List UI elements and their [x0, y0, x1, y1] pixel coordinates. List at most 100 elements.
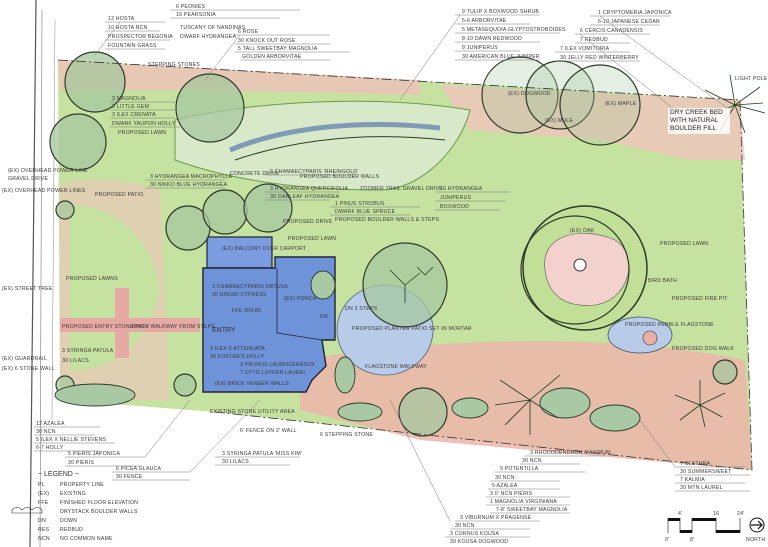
svg-text:Proposed Fire Pit: Proposed Fire Pit — [672, 296, 728, 302]
svg-text:30 Jelly Red Winterberry: 30 Jelly Red Winterberry — [560, 55, 639, 61]
svg-text:16: 16 — [713, 511, 719, 517]
road-edge — [29, 0, 37, 547]
labels-top-left: 12 Hosta 10 Hosta NCN Prospector Begonia… — [94, 4, 350, 136]
svg-text:Proposed Planter Patio Set in: Proposed Planter Patio Set in Mortar — [352, 326, 472, 332]
svg-text:5 Pieris Japonica: 5 Pieris Japonica — [68, 451, 120, 457]
property-line — [57, 59, 753, 471]
svg-text:3 Hydrangea Quercifolia: 3 Hydrangea Quercifolia — [270, 186, 348, 192]
svg-text:3 Cornus Kousa: 3 Cornus Kousa — [450, 531, 500, 537]
svg-text:Zoomer Trail Gravel Drive: Zoomer Trail Gravel Drive — [360, 186, 443, 192]
svg-text:3 Little Gem: 3 Little Gem — [112, 104, 149, 110]
svg-text:30 Foster's Holly: 30 Foster's Holly — [210, 354, 265, 360]
svg-text:No Common Name: No Common Name — [60, 536, 113, 542]
labels-middle: Proposed Boulder Walls (Ex) Overhead Pow… — [8, 168, 734, 352]
svg-text:Dwarf Blue Spruce: Dwarf Blue Spruce — [335, 209, 396, 215]
svg-text:30 Nikko Blue Hydrangea: 30 Nikko Blue Hydrangea — [150, 182, 228, 188]
svg-text:Existing: Existing — [60, 491, 86, 497]
svg-text:Proposed Dog Walk: Proposed Dog Walk — [672, 346, 734, 352]
svg-text:Flagstone Walkway: Flagstone Walkway — [365, 364, 427, 370]
svg-text:(Ex) Mule: (Ex) Mule — [545, 118, 573, 124]
svg-text:Drystack Boulder Walls: Drystack Boulder Walls — [60, 509, 138, 515]
svg-text:DN: DN — [320, 314, 328, 320]
svg-text:30 NCN: 30 NCN — [36, 429, 56, 435]
svg-text:Gravel Drive: Gravel Drive — [8, 176, 49, 182]
labels-bottom-right: 3 Rhododendron Maximum 30 NCN 9 Potentil… — [389, 399, 750, 545]
svg-text:FFE: FFE — [38, 500, 49, 506]
north-arrow: North — [746, 517, 765, 543]
svg-text:DN 3 Steps: DN 3 Steps — [345, 306, 378, 312]
svg-text:9 Potentilla: 9 Potentilla — [500, 466, 539, 472]
svg-text:(Ex) 6 Stone Wall: (Ex) 6 Stone Wall — [2, 366, 55, 372]
svg-text:PL: PL — [38, 482, 45, 488]
svg-text:3 Syringa Patula 'Miss Kim': 3 Syringa Patula 'Miss Kim' — [222, 451, 302, 457]
svg-text:9 Juniperus: 9 Juniperus — [462, 45, 498, 51]
svg-text:6-10 Japanese Cedar: 6-10 Japanese Cedar — [598, 19, 660, 25]
svg-text:Brick Walkway From Steps: Brick Walkway From Steps — [132, 324, 215, 330]
carport — [206, 236, 273, 269]
plant-bed — [58, 60, 420, 95]
svg-text:3 Viburnum x Pragense: 3 Viburnum x Pragense — [460, 515, 532, 521]
fire-pit-patio — [607, 316, 673, 354]
svg-text:(Ex) Maple: (Ex) Maple — [605, 101, 637, 107]
svg-text:Prospector Begonia: Prospector Begonia — [108, 34, 173, 40]
svg-text:3 Syringa Patula: 3 Syringa Patula — [62, 348, 114, 354]
svg-text:(EX): (EX) — [38, 491, 49, 497]
dry-creek-bed-label: Dry Creek Bed With Natural Boulder Fill — [668, 108, 730, 134]
svg-text:16 Pearsonia: 16 Pearsonia — [176, 12, 216, 18]
svg-text:(Ex) Balcony Over Carport: (Ex) Balcony Over Carport — [222, 246, 307, 252]
svg-text:DN: DN — [38, 518, 46, 524]
svg-text:12 Azalea: 12 Azalea — [36, 421, 65, 427]
svg-text:Entry: Entry — [212, 327, 236, 334]
svg-text:Proposed Lawn: Proposed Lawn — [118, 130, 166, 136]
svg-text:Existing Stone Utility Area: Existing Stone Utility Area — [210, 409, 295, 415]
svg-text:3.0' NCN Pieris: 3.0' NCN Pieris — [490, 491, 533, 497]
svg-text:(Ex) Brick Veneer Walls: (Ex) Brick Veneer Walls — [215, 381, 289, 387]
svg-text:1 Pinus Strobus: 1 Pinus Strobus — [335, 201, 385, 207]
shrub-masses — [54, 270, 641, 432]
svg-text:FFE 304.85: FFE 304.85 — [232, 308, 261, 314]
svg-text:30 Pieris: 30 Pieris — [68, 460, 94, 466]
svg-text:3 Ilex Crenata: 3 Ilex Crenata — [112, 112, 156, 118]
svg-text:Finished Floor Elevation: Finished Floor Elevation — [60, 500, 138, 506]
svg-text:(Ex) Dogwood: (Ex) Dogwood — [508, 91, 551, 97]
svg-text:30 American Blue Juniper: 30 American Blue Juniper — [462, 54, 540, 60]
svg-text:3 Chamaecyparis Obtusa: 3 Chamaecyparis Obtusa — [212, 284, 288, 290]
svg-text:6 Peonies: 6 Peonies — [176, 4, 206, 10]
svg-text:5-6 Arborvitae: 5-6 Arborvitae — [462, 18, 507, 24]
svg-text:30 Fence: 30 Fence — [116, 474, 143, 480]
boulder-wall — [229, 122, 441, 153]
svg-text:3 Magnolia: 3 Magnolia — [112, 96, 146, 102]
spiky-plants — [389, 74, 766, 435]
svg-text:16 Hydrangea: 16 Hydrangea — [440, 186, 483, 192]
svg-text:5 Ilex x Nellie Stevens: 5 Ilex x Nellie Stevens — [36, 437, 106, 443]
svg-text:7 Kalmia: 7 Kalmia — [680, 477, 705, 483]
svg-text:3 Chamaecyparis 'Rheingold': 3 Chamaecyparis 'Rheingold' — [270, 169, 359, 175]
svg-text:Golden Arborvitae: Golden Arborvitae — [242, 54, 302, 60]
svg-text:Dwarf Hydrangea: Dwarf Hydrangea — [180, 34, 236, 40]
svg-text:~ Legend ~: ~ Legend ~ — [38, 471, 79, 478]
svg-text:10 Hosta NCN: 10 Hosta NCN — [108, 25, 148, 31]
svg-text:7 Ilex Vomitoria: 7 Ilex Vomitoria — [560, 46, 610, 52]
dog-walk-bed — [544, 233, 630, 306]
svg-text:(Ex) Overhead Power Line: (Ex) Overhead Power Line — [8, 168, 88, 174]
svg-text:24': 24' — [737, 511, 744, 517]
bird-bath — [573, 258, 587, 272]
svg-text:Juniperus: Juniperus — [440, 195, 472, 201]
svg-text:7 Redbud: 7 Redbud — [580, 37, 608, 43]
svg-text:Redbud: Redbud — [60, 527, 83, 533]
svg-text:0': 0' — [665, 537, 669, 543]
road-line — [39, 9, 43, 547]
plant-bed — [440, 85, 745, 160]
svg-text:Proposed Lawn: Proposed Lawn — [288, 236, 336, 242]
north-arrow-icon — [751, 520, 763, 530]
svg-text:(Ex) Street Tree: (Ex) Street Tree — [2, 286, 53, 292]
svg-text:1 Cryptomeria Japonica: 1 Cryptomeria Japonica — [598, 10, 672, 16]
svg-text:3 Rhododendron Maximum: 3 Rhododendron Maximum — [530, 450, 611, 456]
svg-text:7-8' Sweetbay Magnolia: 7-8' Sweetbay Magnolia — [496, 507, 568, 513]
svg-text:6 Rose: 6 Rose — [238, 29, 259, 35]
svg-text:Proposed Entry Stone Path: Proposed Entry Stone Path — [62, 324, 149, 330]
svg-text:(Ex) Oak: (Ex) Oak — [570, 228, 595, 234]
svg-text:30 Hinoki Cypress: 30 Hinoki Cypress — [212, 292, 267, 298]
